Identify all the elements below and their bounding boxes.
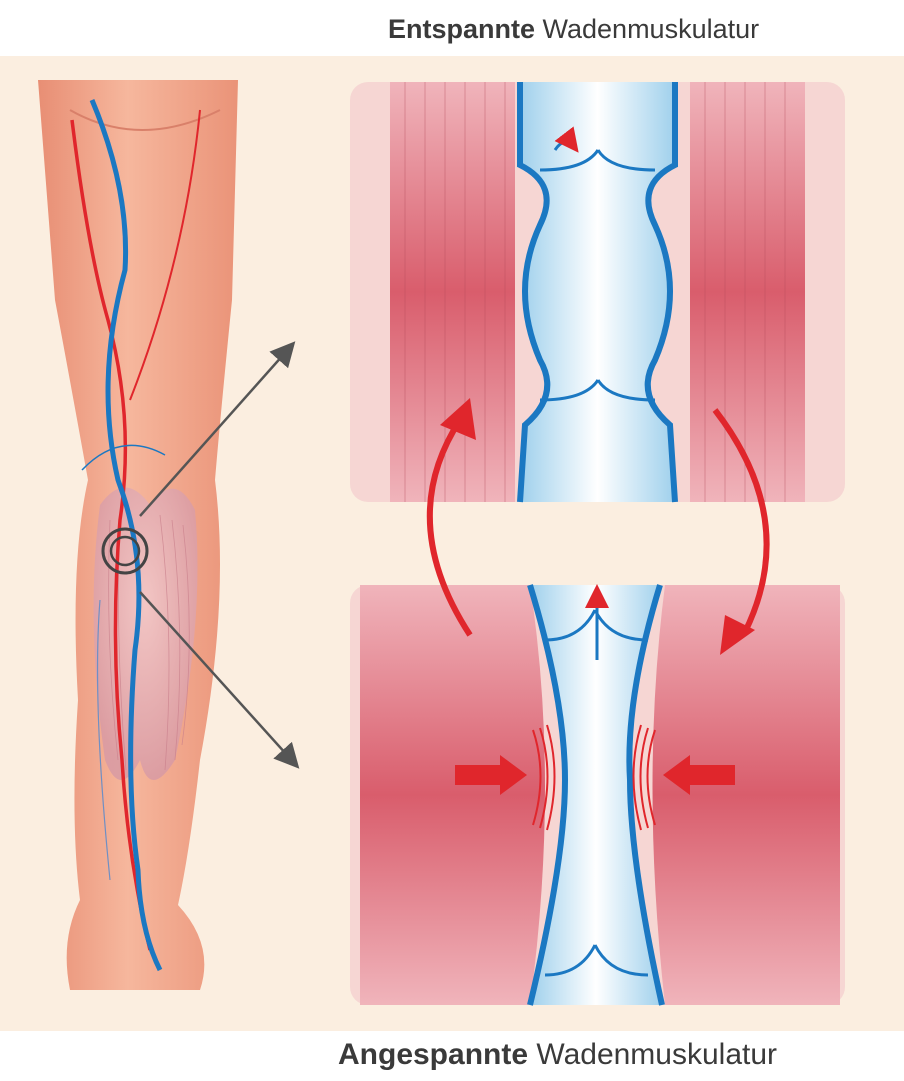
leg-illustration [38,80,296,990]
vein-relaxed [520,82,675,502]
muscle-right-contracted [653,585,841,1005]
caption-contracted: Angespannte Wadenmuskulatur [338,1038,777,1072]
caption-relaxed-rest: Wadenmuskulatur [535,14,759,44]
caption-contracted-bold: Angespannte [338,1038,528,1071]
caption-relaxed-bold: Entspannte [388,14,535,44]
panel-contracted [350,585,845,1005]
muscle-left [390,82,515,502]
muscle-left-contracted [360,585,545,1005]
caption-relaxed: Entspannte Wadenmuskulatur [388,14,759,45]
panel-relaxed [350,82,845,502]
caption-contracted-rest: Wadenmuskulatur [528,1038,777,1071]
muscle-right [690,82,805,502]
